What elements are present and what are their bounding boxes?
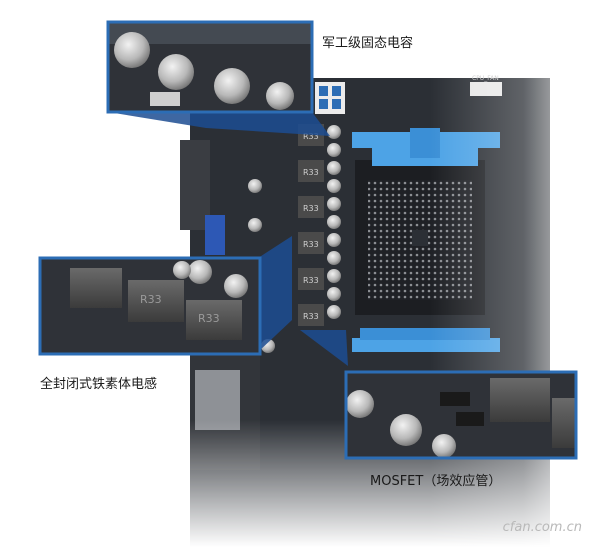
callout-mosfet-photo: [344, 370, 578, 460]
callout-chokes-photo: R33 R33: [38, 256, 262, 356]
svg-text:R33: R33: [303, 240, 319, 249]
capacitor: [248, 179, 262, 193]
callout-label-chokes: 全封闭式铁素体电感: [40, 377, 158, 392]
capacitor: [327, 161, 341, 175]
svg-text:R33: R33: [140, 293, 162, 306]
capacitor: [248, 218, 262, 232]
callout-label-mosfet: MOSFET（场效应管）: [370, 474, 502, 489]
capacitor: [327, 179, 341, 193]
inductor: R33: [298, 232, 324, 254]
svg-text:R33: R33: [303, 312, 319, 321]
inductor: R33: [298, 196, 324, 218]
capacitor: [327, 215, 341, 229]
svg-text:R33: R33: [303, 168, 319, 177]
svg-text:R33: R33: [303, 276, 319, 285]
callout-capacitors-photo: [106, 20, 314, 114]
callout-connector-caps: [108, 112, 330, 136]
capacitor: [327, 251, 341, 265]
vrm-column: R33 R33 R33 R33 R33 R33: [248, 124, 341, 353]
inductor: R33: [298, 160, 324, 182]
svg-text:R33: R33: [303, 204, 319, 213]
callout-connector-mosfet: [300, 330, 348, 366]
capacitor: [327, 233, 341, 247]
capacitor: [327, 125, 341, 139]
svg-text:R33: R33: [198, 312, 220, 325]
callout-label-capacitors: 军工级固态电容: [322, 36, 414, 51]
callout-connector-chokes: [258, 236, 292, 352]
inductor: R33: [298, 304, 324, 326]
capacitor: [327, 143, 341, 157]
capacitor: [327, 269, 341, 283]
capacitor: [327, 197, 341, 211]
watermark: cfan.com.cn: [502, 520, 582, 535]
capacitor: [327, 287, 341, 301]
capacitor: [327, 305, 341, 319]
inductor: R33: [298, 268, 324, 290]
svg-text:R33: R33: [303, 132, 319, 141]
